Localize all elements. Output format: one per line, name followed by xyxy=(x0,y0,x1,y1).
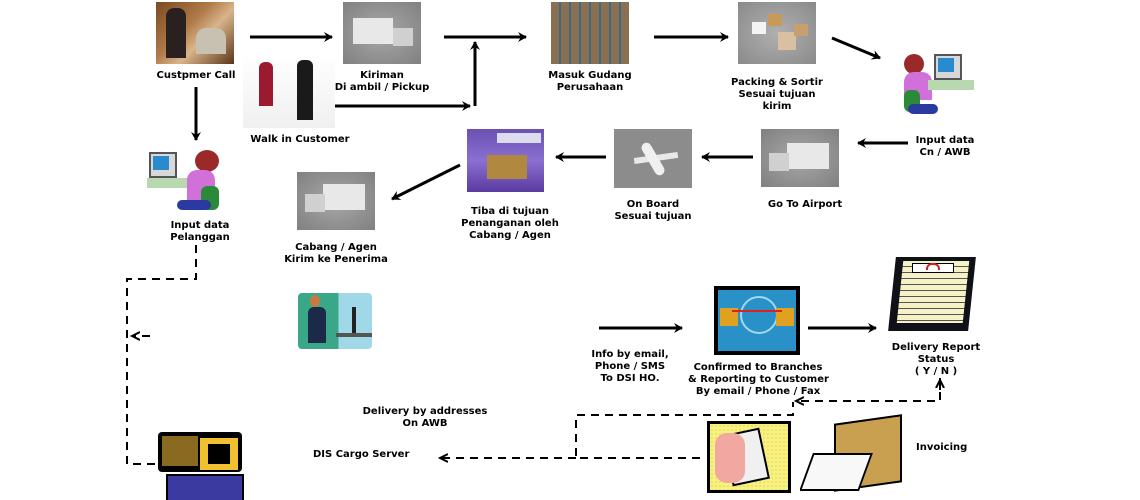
operator-illustration xyxy=(298,293,372,349)
input-cn-awb-clipart xyxy=(898,52,980,116)
branch-label: Cabang / Agen Kirim ke Penerima xyxy=(284,242,388,265)
confirmed-label: Confirmed to Branches & Reporting to Cus… xyxy=(688,362,829,397)
invoicing-label: Invoicing xyxy=(916,442,968,453)
calculator-clipart xyxy=(707,421,791,493)
branch-truck-photo xyxy=(297,172,375,230)
packing-boxes-photo xyxy=(738,2,816,64)
server-label: DIS Cargo Server xyxy=(313,449,410,460)
input-customer-clipart xyxy=(143,150,225,214)
airport-truck-photo xyxy=(761,129,839,187)
arrow-arrival-to-branch xyxy=(391,163,461,201)
delivery-report-label: Delivery Report Status ( Y / N ) xyxy=(891,342,981,377)
printer-clipart xyxy=(800,413,906,493)
dashed-input-to-server xyxy=(126,245,197,465)
cargo-loader-photo xyxy=(467,129,544,192)
walk-in-customer-photo xyxy=(243,52,335,128)
packing-label: Packing & Sortir Sesuai tujuan kirim xyxy=(731,77,823,112)
arrow-packing-to-input xyxy=(831,36,881,60)
airplane-photo xyxy=(614,129,692,188)
delivery-report-clipart xyxy=(886,251,982,341)
info-label: Info by email, Phone / SMS To DSI HO. xyxy=(591,349,669,384)
server-clipart xyxy=(152,428,248,500)
arrival-label: Tiba di tujuan Penanganan oleh Cabang / … xyxy=(461,206,559,241)
confirmed-network-clipart xyxy=(714,286,800,355)
pickup-label: Kiriman Di ambil / Pickup xyxy=(334,70,430,93)
input-cn-awb-label: Input data Cn / AWB xyxy=(915,135,975,158)
walk-in-customer-label: Walk in Customer xyxy=(250,134,350,145)
airport-label: Go To Airport xyxy=(767,199,843,210)
warehouse-photo xyxy=(551,2,629,64)
on-board-label: On Board Sesuai tujuan xyxy=(614,199,692,222)
delivery-addresses-label: Delivery by addresses On AWB xyxy=(362,406,488,429)
customer-call-label: Custpmer Call xyxy=(156,70,236,81)
pickup-truck-photo xyxy=(343,2,421,64)
warehouse-label: Masuk Gudang Perusahaan xyxy=(548,70,632,93)
customer-call-photo xyxy=(156,2,234,64)
input-customer-label: Input data Pelanggan xyxy=(170,220,230,243)
